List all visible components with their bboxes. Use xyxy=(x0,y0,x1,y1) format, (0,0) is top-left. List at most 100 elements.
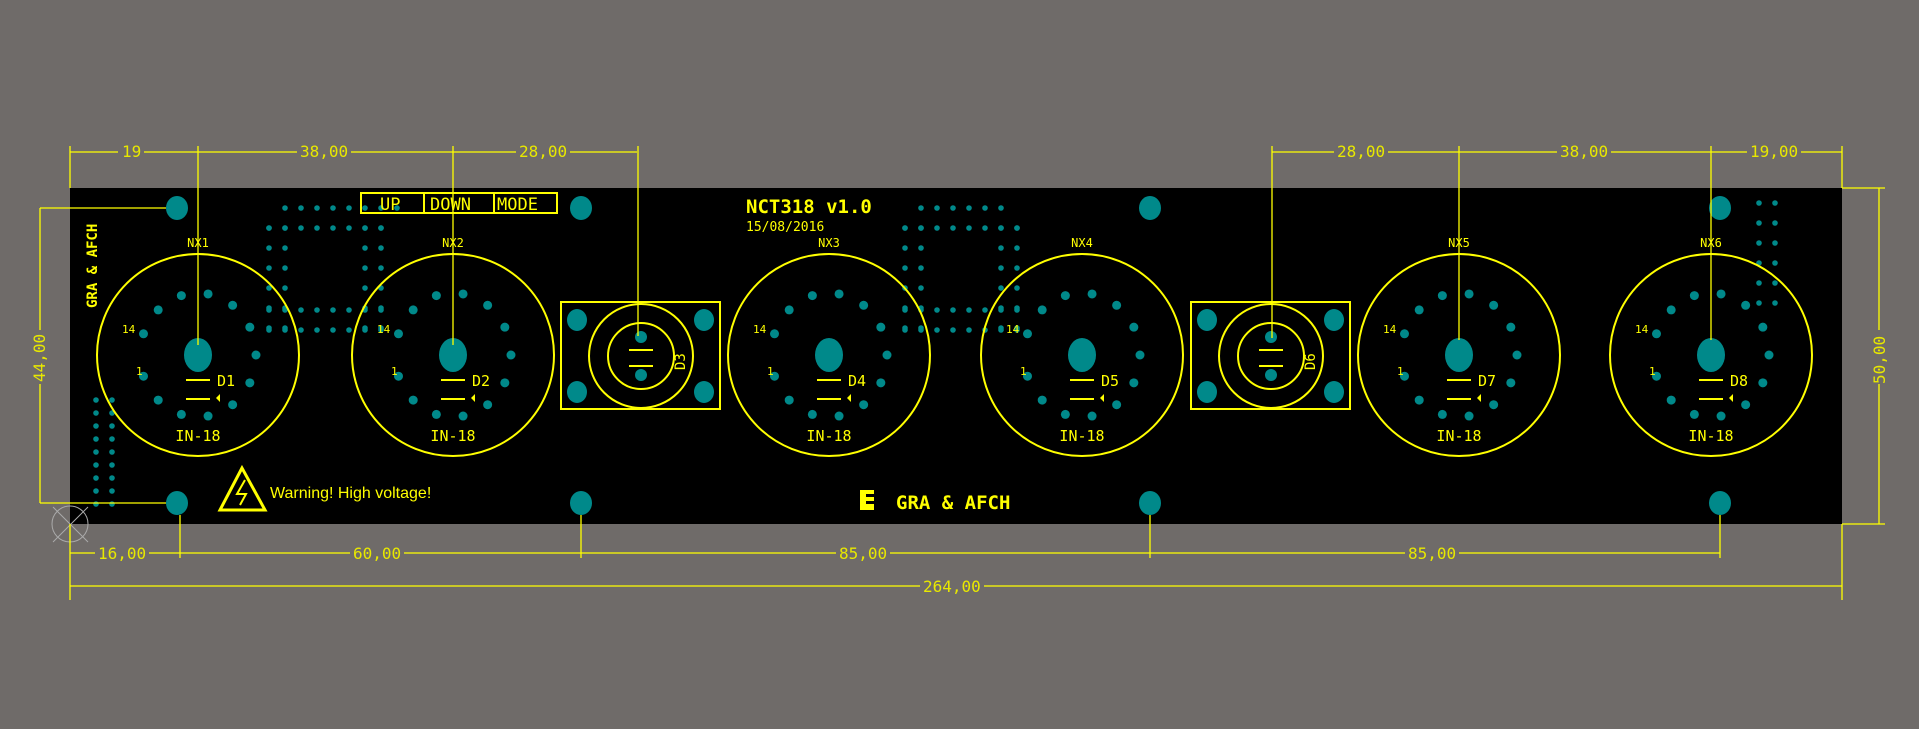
tube-pin[interactable] xyxy=(769,329,779,339)
mounting-hole[interactable] xyxy=(1139,196,1161,220)
tube-pin[interactable] xyxy=(1087,411,1097,421)
tube-pin[interactable] xyxy=(784,305,794,315)
tube-pin[interactable] xyxy=(834,289,844,299)
tube-pin[interactable] xyxy=(1464,411,1474,421)
tube-pin[interactable] xyxy=(500,378,510,388)
tube-pin[interactable] xyxy=(1741,300,1751,310)
separator-mount-pad[interactable] xyxy=(567,381,587,403)
tube-pin[interactable] xyxy=(1689,291,1699,301)
tube-center-pad[interactable] xyxy=(815,338,843,372)
tube-pin[interactable] xyxy=(882,350,892,360)
tube-pin[interactable] xyxy=(1716,289,1726,299)
pcb-board[interactable] xyxy=(70,188,1842,524)
mounting-hole[interactable] xyxy=(1709,491,1731,515)
tube-pin[interactable] xyxy=(483,400,493,410)
tube-pin[interactable] xyxy=(458,289,468,299)
tube-pin[interactable] xyxy=(876,378,886,388)
tube-pin[interactable] xyxy=(408,305,418,315)
tube-pin[interactable] xyxy=(1506,322,1516,332)
tube-pin[interactable] xyxy=(203,289,213,299)
tube-pin[interactable] xyxy=(1060,409,1070,419)
tube-pin[interactable] xyxy=(506,350,516,360)
mounting-hole[interactable] xyxy=(570,196,592,220)
mounting-hole[interactable] xyxy=(166,196,188,220)
tube-pin[interactable] xyxy=(251,350,261,360)
tube-pin[interactable] xyxy=(1112,300,1122,310)
mounting-hole[interactable] xyxy=(570,491,592,515)
tube-pin[interactable] xyxy=(859,300,869,310)
tube-pin[interactable] xyxy=(228,400,238,410)
tube-pin[interactable] xyxy=(1651,371,1661,381)
tube-pin[interactable] xyxy=(393,329,403,339)
tube-pin[interactable] xyxy=(1414,305,1424,315)
separator-d6[interactable]: D6 xyxy=(1190,301,1351,410)
tube-pin[interactable] xyxy=(807,291,817,301)
tube-pin[interactable] xyxy=(1437,291,1447,301)
tube-pin[interactable] xyxy=(1651,329,1661,339)
tube-center-pad[interactable] xyxy=(1697,338,1725,372)
mounting-hole[interactable] xyxy=(1709,196,1731,220)
tube-pin[interactable] xyxy=(393,371,403,381)
separator-pin[interactable] xyxy=(635,331,647,343)
tube-pin[interactable] xyxy=(1135,350,1145,360)
tube-pin[interactable] xyxy=(245,378,255,388)
tube-pin[interactable] xyxy=(138,371,148,381)
tube-pin[interactable] xyxy=(859,400,869,410)
tube-pin[interactable] xyxy=(1112,400,1122,410)
separator-mount-pad[interactable] xyxy=(1324,309,1344,331)
tube-pin[interactable] xyxy=(1716,411,1726,421)
tube-pin[interactable] xyxy=(153,305,163,315)
tube-pin[interactable] xyxy=(1129,322,1139,332)
tube-pin[interactable] xyxy=(1506,378,1516,388)
separator-pin[interactable] xyxy=(635,369,647,381)
mounting-hole[interactable] xyxy=(1139,491,1161,515)
tube-pin[interactable] xyxy=(1666,395,1676,405)
tube-pin[interactable] xyxy=(1489,400,1499,410)
tube-pin[interactable] xyxy=(1399,371,1409,381)
tube-pin[interactable] xyxy=(1512,350,1522,360)
separator-pin[interactable] xyxy=(1265,369,1277,381)
separator-mount-pad[interactable] xyxy=(567,309,587,331)
tube-pin[interactable] xyxy=(1087,289,1097,299)
tube-pin[interactable] xyxy=(769,371,779,381)
tube-pin[interactable] xyxy=(176,291,186,301)
tube-pin[interactable] xyxy=(245,322,255,332)
tube-pin[interactable] xyxy=(1414,395,1424,405)
tube-pin[interactable] xyxy=(1129,378,1139,388)
tube-pin[interactable] xyxy=(176,409,186,419)
tube-pin[interactable] xyxy=(1060,291,1070,301)
tube-pin[interactable] xyxy=(1022,371,1032,381)
tube-pin[interactable] xyxy=(1037,305,1047,315)
tube-pin[interactable] xyxy=(228,300,238,310)
tube-pin[interactable] xyxy=(1689,409,1699,419)
tube-pin[interactable] xyxy=(1022,329,1032,339)
tube-pin[interactable] xyxy=(1399,329,1409,339)
tube-pin[interactable] xyxy=(1741,400,1751,410)
tube-pin[interactable] xyxy=(834,411,844,421)
separator-mount-pad[interactable] xyxy=(1197,381,1217,403)
separator-mount-pad[interactable] xyxy=(1324,381,1344,403)
separator-mount-pad[interactable] xyxy=(694,381,714,403)
tube-pin[interactable] xyxy=(500,322,510,332)
tube-pin[interactable] xyxy=(1764,350,1774,360)
tube-pin[interactable] xyxy=(784,395,794,405)
mounting-hole[interactable] xyxy=(166,491,188,515)
tube-pin[interactable] xyxy=(458,411,468,421)
tube-pin[interactable] xyxy=(1464,289,1474,299)
tube-pin[interactable] xyxy=(408,395,418,405)
tube-center-pad[interactable] xyxy=(439,338,467,372)
tube-center-pad[interactable] xyxy=(1068,338,1096,372)
tube-center-pad[interactable] xyxy=(1445,338,1473,372)
tube-pin[interactable] xyxy=(203,411,213,421)
separator-mount-pad[interactable] xyxy=(694,309,714,331)
separator-d3[interactable]: D3 xyxy=(560,301,721,410)
separator-mount-pad[interactable] xyxy=(1197,309,1217,331)
tube-center-pad[interactable] xyxy=(184,338,212,372)
tube-pin[interactable] xyxy=(1437,409,1447,419)
tube-pin[interactable] xyxy=(138,329,148,339)
